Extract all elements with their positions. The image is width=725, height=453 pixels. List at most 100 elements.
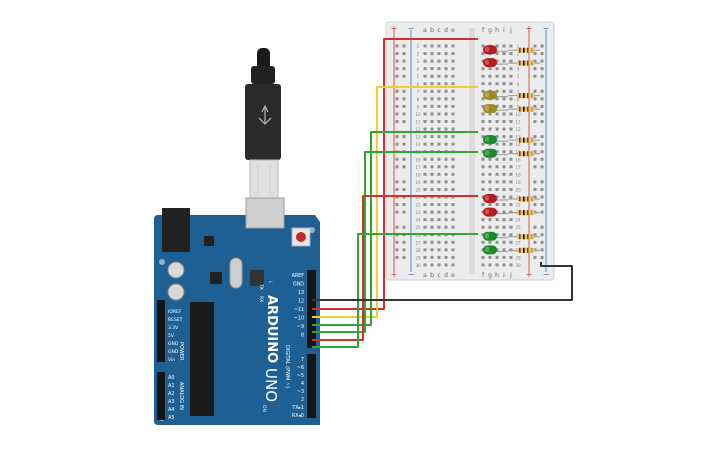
rail-hole[interactable] <box>395 255 399 259</box>
rail-hole[interactable] <box>533 97 537 101</box>
breadboard-hole[interactable] <box>509 142 513 146</box>
breadboard-hole[interactable] <box>451 112 455 116</box>
breadboard-hole[interactable] <box>502 165 506 169</box>
breadboard-hole[interactable] <box>444 135 448 139</box>
led[interactable] <box>483 45 508 55</box>
breadboard-hole[interactable] <box>437 187 441 191</box>
rail-hole[interactable] <box>402 74 406 78</box>
breadboard-hole[interactable] <box>444 187 448 191</box>
breadboard-hole[interactable] <box>423 67 427 71</box>
breadboard-hole[interactable] <box>495 180 499 184</box>
breadboard-hole[interactable] <box>444 203 448 207</box>
breadboard-hole[interactable] <box>444 52 448 56</box>
breadboard-hole[interactable] <box>451 44 455 48</box>
breadboard-hole[interactable] <box>444 127 448 131</box>
breadboard-hole[interactable] <box>509 225 513 229</box>
breadboard-hole[interactable] <box>495 74 499 78</box>
breadboard-hole[interactable] <box>488 203 492 207</box>
breadboard-hole[interactable] <box>502 248 506 252</box>
breadboard-hole[interactable] <box>495 104 499 108</box>
breadboard-hole[interactable] <box>430 67 434 71</box>
breadboard-hole[interactable] <box>430 104 434 108</box>
breadboard-hole[interactable] <box>509 52 513 56</box>
breadboard-hole[interactable] <box>502 255 506 259</box>
led[interactable] <box>483 104 508 114</box>
rail-hole[interactable] <box>540 89 544 93</box>
breadboard-hole[interactable] <box>488 263 492 267</box>
breadboard-hole[interactable] <box>423 210 427 214</box>
breadboard-hole[interactable] <box>430 74 434 78</box>
breadboard-hole[interactable] <box>509 67 513 71</box>
breadboard-hole[interactable] <box>495 187 499 191</box>
rail-hole[interactable] <box>402 104 406 108</box>
breadboard-hole[interactable] <box>437 248 441 252</box>
breadboard-hole[interactable] <box>509 157 513 161</box>
rail-hole[interactable] <box>402 180 406 184</box>
rail-hole[interactable] <box>395 67 399 71</box>
rail-hole[interactable] <box>402 59 406 63</box>
breadboard-hole[interactable] <box>451 82 455 86</box>
rail-hole[interactable] <box>402 89 406 93</box>
rail-hole[interactable] <box>402 225 406 229</box>
breadboard-hole[interactable] <box>502 218 506 222</box>
breadboard-hole[interactable] <box>437 203 441 207</box>
rail-hole[interactable] <box>395 225 399 229</box>
resistor[interactable] <box>508 210 540 216</box>
breadboard-hole[interactable] <box>509 172 513 176</box>
breadboard-hole[interactable] <box>437 210 441 214</box>
breadboard-hole[interactable] <box>509 59 513 63</box>
rail-hole[interactable] <box>533 233 537 237</box>
led[interactable] <box>483 231 508 241</box>
breadboard-hole[interactable] <box>495 82 499 86</box>
breadboard-hole[interactable] <box>430 218 434 222</box>
breadboard-hole[interactable] <box>509 203 513 207</box>
breadboard-hole[interactable] <box>444 67 448 71</box>
resistor[interactable] <box>508 60 540 66</box>
breadboard-hole[interactable] <box>502 89 506 93</box>
rail-hole[interactable] <box>540 104 544 108</box>
breadboard-hole[interactable] <box>509 89 513 93</box>
breadboard-hole[interactable] <box>502 120 506 123</box>
breadboard-hole[interactable] <box>509 233 513 237</box>
rail-hole[interactable] <box>395 112 399 116</box>
breadboard-hole[interactable] <box>451 240 455 244</box>
breadboard-hole[interactable] <box>502 180 506 184</box>
breadboard-hole[interactable] <box>502 104 506 108</box>
rail-hole[interactable] <box>533 67 537 71</box>
breadboard-hole[interactable] <box>430 120 434 123</box>
rail-hole[interactable] <box>395 59 399 63</box>
breadboard-hole[interactable] <box>502 263 506 267</box>
breadboard-hole[interactable] <box>430 248 434 252</box>
breadboard-hole[interactable] <box>481 150 485 154</box>
breadboard-hole[interactable] <box>444 97 448 101</box>
breadboard-hole[interactable] <box>495 120 499 123</box>
breadboard-hole[interactable] <box>495 142 499 146</box>
breadboard-hole[interactable] <box>444 240 448 244</box>
breadboard-hole[interactable] <box>481 52 485 56</box>
breadboard-hole[interactable] <box>488 218 492 222</box>
rail-hole[interactable] <box>533 59 537 63</box>
rail-hole[interactable] <box>540 67 544 71</box>
breadboard-hole[interactable] <box>423 263 427 267</box>
breadboard-hole[interactable] <box>451 97 455 101</box>
rail-hole[interactable] <box>395 157 399 161</box>
breadboard-hole[interactable] <box>495 172 499 176</box>
breadboard-hole[interactable] <box>488 82 492 86</box>
rail-hole[interactable] <box>395 104 399 108</box>
breadboard-hole[interactable] <box>423 112 427 116</box>
breadboard-hole[interactable] <box>437 240 441 244</box>
rail-hole[interactable] <box>540 157 544 161</box>
breadboard-hole[interactable] <box>444 74 448 78</box>
breadboard-hole[interactable] <box>495 233 499 237</box>
rail-hole[interactable] <box>402 120 406 123</box>
breadboard-hole[interactable] <box>437 82 441 86</box>
rail-hole[interactable] <box>402 165 406 169</box>
breadboard-hole[interactable] <box>481 120 485 123</box>
breadboard-hole[interactable] <box>430 165 434 169</box>
breadboard-hole[interactable] <box>509 150 513 154</box>
breadboard-hole[interactable] <box>451 187 455 191</box>
breadboard-hole[interactable] <box>444 120 448 123</box>
rail-hole[interactable] <box>395 248 399 252</box>
breadboard-hole[interactable] <box>437 120 441 123</box>
breadboard-hole[interactable] <box>488 225 492 229</box>
